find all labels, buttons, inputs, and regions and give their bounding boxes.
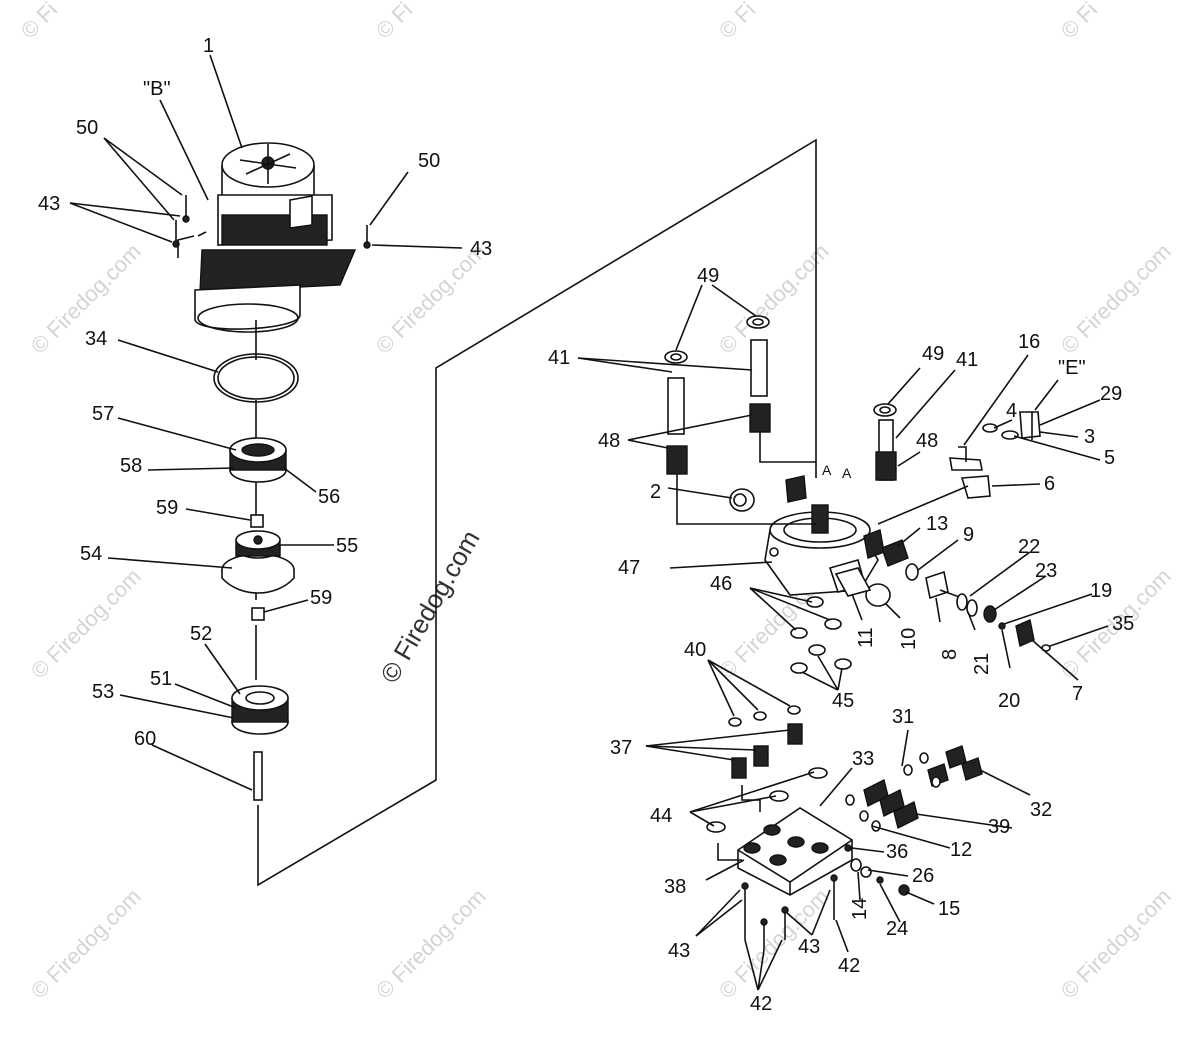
callout-15: 15 [938, 898, 960, 920]
watermark-corner: © Fi [16, 0, 62, 44]
small-parts-bottom [706, 705, 983, 950]
callout-45: 45 [832, 690, 854, 712]
callout-26: 26 [912, 865, 934, 887]
callout-48: 48 [598, 430, 620, 452]
assembly-path-line [257, 138, 817, 887]
callout-29: 29 [1100, 383, 1122, 405]
callout-37: 37 [610, 737, 632, 759]
watermark: © Firedog.com [371, 884, 491, 1004]
o-ring-34 [213, 353, 299, 403]
callout-41: 41 [548, 347, 570, 369]
washers-46-45 [790, 596, 852, 674]
callout-60: 60 [134, 728, 156, 750]
callout-21: 21 [971, 653, 993, 675]
callout-16: 16 [1018, 331, 1040, 353]
callout-52: 52 [190, 623, 212, 645]
unloader-parts [877, 411, 1041, 525]
callout-2: 2 [650, 481, 661, 503]
valve-stack [834, 539, 1051, 652]
callout-7: 7 [1072, 683, 1083, 705]
callout-5: 5 [1104, 447, 1115, 469]
callout-54: 54 [80, 543, 102, 565]
callout-57: 57 [92, 403, 114, 425]
watermarks: © Fi © Fi © Fi © Fi © Firedog.com © Fire… [16, 0, 1176, 1004]
callout-A: A [822, 462, 832, 478]
callout-20: 20 [998, 690, 1020, 712]
leader-lines [69, 54, 1109, 991]
motor-assembly [194, 142, 357, 333]
callout-48: 48 [916, 430, 938, 452]
callout-13: 13 [926, 513, 948, 535]
callout-9: 9 [963, 524, 974, 546]
callout-42: 42 [750, 993, 772, 1015]
motor-bolts [172, 195, 371, 258]
callout-4: 4 [1006, 400, 1017, 422]
callout-39: 39 [988, 816, 1010, 838]
watermark-center: © Firedog.com [374, 525, 485, 688]
callout-40: 40 [684, 639, 706, 661]
callout-50: 50 [418, 150, 440, 172]
callout-10: 10 [898, 628, 920, 650]
callout-41: 41 [956, 349, 978, 371]
callout-53: 53 [92, 681, 114, 703]
watermark: © Firedog.com [26, 884, 146, 1004]
callout-38: 38 [664, 876, 686, 898]
callout-6: 6 [1044, 473, 1055, 495]
callout-59: 59 [156, 497, 178, 519]
callout-33: 33 [852, 748, 874, 770]
callout-56: 56 [318, 486, 340, 508]
seal-pack-lower [231, 685, 289, 735]
watermark-corner: © Fi [1056, 0, 1102, 44]
watermark-corner: © Fi [371, 0, 417, 44]
callout-50: 50 [76, 117, 98, 139]
piston-54 [221, 530, 295, 594]
callout-22: 22 [1018, 536, 1040, 558]
seal-pack-upper [229, 437, 287, 483]
callout-24: 24 [886, 918, 908, 940]
callout-32: 32 [1030, 799, 1052, 821]
callout-43: 43 [38, 193, 60, 215]
callout-11: 11 [855, 627, 877, 648]
callout-44: 44 [650, 805, 672, 827]
callout-43: 43 [668, 940, 690, 962]
callout-23: 23 [1035, 560, 1057, 582]
watermark-corner: © Fi [714, 0, 760, 44]
pin-60 [253, 751, 263, 801]
callout-E: "E" [1058, 357, 1086, 379]
callout-51: 51 [150, 668, 172, 690]
callout-34: 34 [85, 328, 107, 350]
callout-12: 12 [950, 839, 972, 861]
callout-19: 19 [1090, 580, 1112, 602]
callout-49: 49 [922, 343, 944, 365]
callout-55: 55 [336, 535, 358, 557]
watermark: © Firedog.com [1056, 239, 1176, 359]
watermark: © Firedog.com [1056, 884, 1176, 1004]
callout-49: 49 [697, 265, 719, 287]
callout-1: 1 [203, 35, 214, 57]
watermark: © Firedog.com [26, 564, 146, 684]
callout-36: 36 [886, 841, 908, 863]
plug-2 [729, 488, 755, 512]
callout-A: A [842, 465, 852, 481]
pin-59-lower [251, 607, 265, 621]
callout-46: 46 [710, 573, 732, 595]
callout-14: 14 [849, 898, 871, 920]
callout-B: "B" [143, 78, 171, 100]
callout-8: 8 [939, 649, 961, 660]
callout-59: 59 [310, 587, 332, 609]
callout-labels: 1 "B" 50 43 50 43 34 57 58 56 59 54 55 5… [38, 35, 1134, 1015]
callout-43: 43 [798, 936, 820, 958]
pump-head-47 [764, 475, 885, 596]
callout-43: 43 [470, 238, 492, 260]
callout-47: 47 [618, 557, 640, 579]
pin-59 [250, 514, 264, 528]
manifold-38 [737, 807, 853, 896]
callout-58: 58 [120, 455, 142, 477]
plunger-set [664, 315, 897, 525]
callout-31: 31 [892, 706, 914, 728]
callout-3: 3 [1084, 426, 1095, 448]
callout-35: 35 [1112, 613, 1134, 635]
callout-42: 42 [838, 955, 860, 977]
